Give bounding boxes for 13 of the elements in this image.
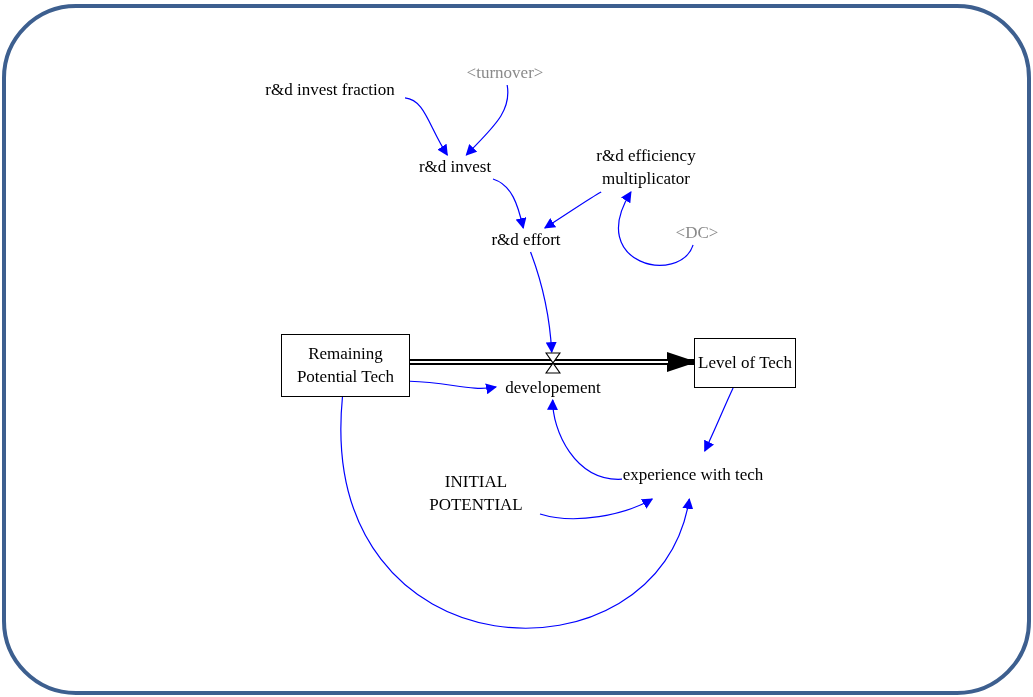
stock-label: Remaining Potential Tech: [295, 342, 396, 388]
variable-label: r&d efficiency multiplicator: [595, 145, 697, 190]
shadow-variable-label: <DC>: [675, 221, 719, 244]
stock-box: [694, 338, 796, 388]
stock-box: [281, 334, 410, 397]
variable-label: r&d effort: [491, 228, 561, 251]
shadow-variable-label: <turnover>: [466, 61, 544, 84]
variable-label: experience with tech: [622, 463, 764, 486]
variable-label: INITIAL POTENTIAL: [428, 471, 524, 516]
variable-label: r&d invest fraction: [265, 78, 395, 101]
flow-rate-label: developement: [505, 377, 601, 400]
variable-label: r&d invest: [418, 155, 492, 178]
stock-label: Level of Tech: [698, 351, 792, 374]
